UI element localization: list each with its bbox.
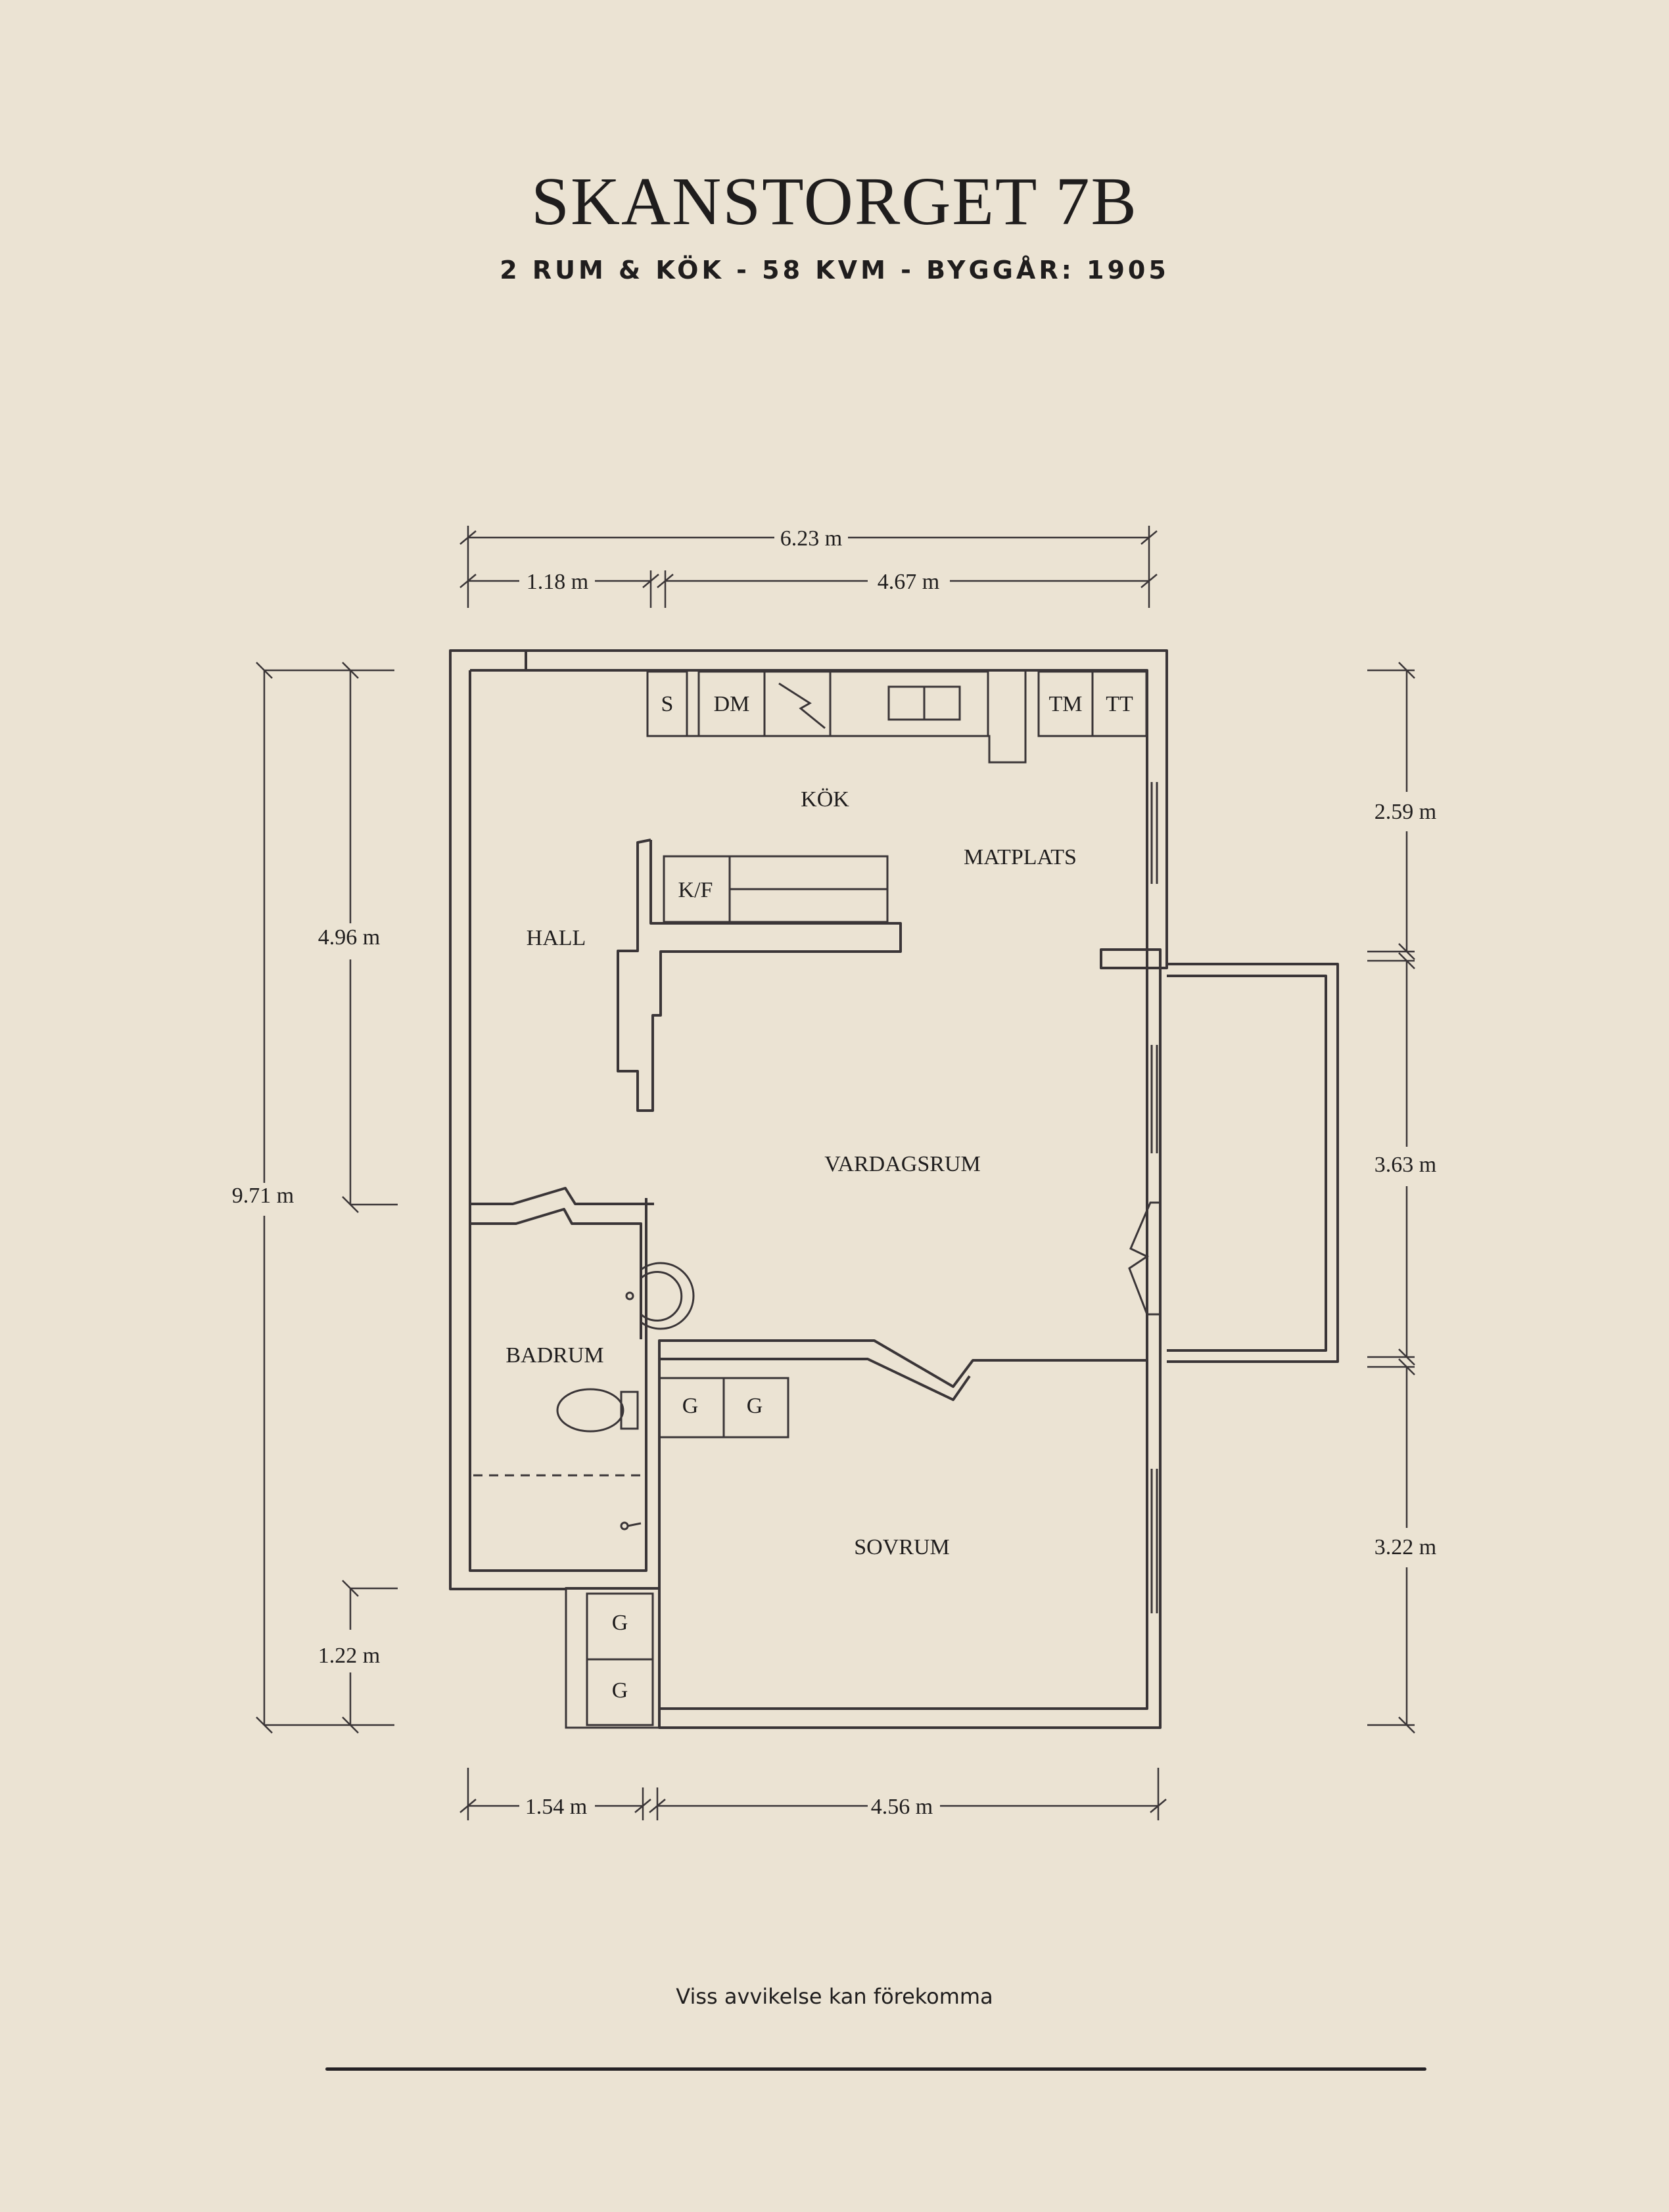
windows [1128,782,1160,1613]
dimension-label-left-upper: 4.96 m [318,925,380,950]
dimension-label-bottom-left: 1.54 m [525,1795,587,1819]
fixture-label-tt: TT [1106,692,1133,716]
wardrobes [565,1377,789,1729]
dimension-label-right-bottom: 3.22 m [1375,1535,1436,1559]
inner-partitions [617,839,1162,1112]
dimension-right: 2.59 m 3.63 m 3.22 m [1367,662,1436,1734]
dimension-label-left-lower: 1.22 m [318,1644,380,1668]
fixture-label-kf: K/F [678,878,713,902]
footer-divider [325,2067,1426,2071]
fixture-label-wardrobe: G [612,1678,628,1703]
dimension-label-right-mid: 3.63 m [1375,1153,1436,1177]
room-label-hall: HALL [527,926,586,950]
fixture-label-wardrobe: G [682,1394,699,1418]
bathroom-walls [469,1187,1147,1709]
room-label-vardagsrum: VARDAGSRUM [824,1152,980,1176]
page-subtitle: 2 RUM & KÖK - 58 KVM - BYGGÅR: 1905 [500,256,1169,285]
kitchen-counter [646,670,1148,764]
room-label-sovrum: SOVRUM [854,1535,949,1559]
disclaimer-text: Viss avvikelse kan förekomma [676,1984,993,2009]
dimension-label-left-total: 9.71 m [232,1184,294,1208]
fixture-label-wardrobe: G [747,1394,763,1418]
page-title: SKANSTORGET 7B [531,164,1138,239]
fixture-label-wardrobe: G [612,1611,628,1635]
dimension-label-right-top: 2.59 m [1375,800,1436,824]
room-label-matplats: MATPLATS [964,845,1077,869]
dimension-top: 6.23 m 1.18 m 4.67 m [459,526,1158,608]
room-label-kok: KÖK [801,787,849,812]
fixture-label-tm: TM [1049,692,1083,716]
dimension-label-bottom-right: 4.56 m [871,1795,933,1819]
balcony [1167,963,1339,1363]
dimension-bottom: 1.54 m 4.56 m [459,1768,1167,1820]
room-label-badrum: BADRUM [505,1343,603,1368]
dimension-label-top-right: 4.67 m [878,570,939,594]
dimension-label-top-total: 6.23 m [780,526,842,551]
fixture-label-s: S [661,692,674,716]
dimension-left: 9.71 m 4.96 m 1.22 m [232,662,398,1734]
fixture-label-dm: DM [714,692,750,716]
dimension-label-top-left: 1.18 m [527,570,588,594]
